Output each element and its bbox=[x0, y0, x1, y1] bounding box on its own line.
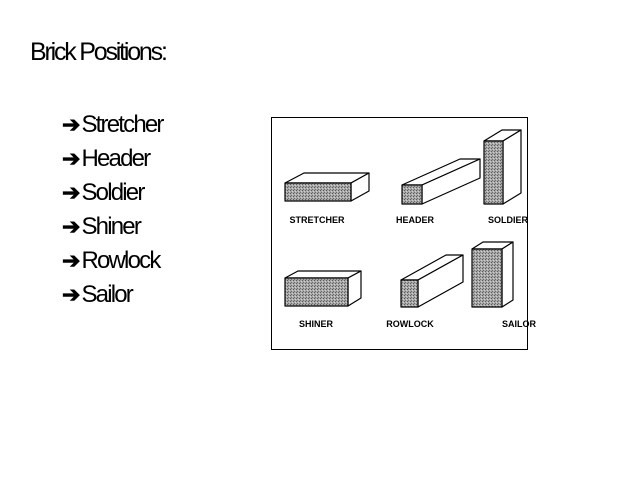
slide-title: Brick Positions: bbox=[30, 38, 168, 66]
list-item: ➔Sailor bbox=[62, 278, 163, 312]
caption-soldier: SOLDIER bbox=[487, 215, 529, 225]
soldier-brick bbox=[483, 129, 522, 205]
list-item-label: Sailor bbox=[81, 281, 133, 308]
brick-illustrations bbox=[284, 129, 522, 308]
caption-header: HEADER bbox=[395, 215, 435, 225]
sailor-brick bbox=[471, 241, 514, 308]
header-brick bbox=[401, 158, 481, 205]
arrow-right-icon: ➔ bbox=[62, 112, 81, 137]
arrow-right-icon: ➔ bbox=[62, 248, 81, 273]
list-item-label: Stretcher bbox=[81, 111, 164, 138]
arrow-right-icon: ➔ bbox=[62, 146, 81, 171]
list-item: ➔Header bbox=[62, 142, 163, 176]
list-item-label: Soldier bbox=[81, 179, 145, 206]
stretcher-brick bbox=[284, 172, 370, 202]
list-item-label: Shiner bbox=[81, 213, 141, 240]
list-item: ➔Stretcher bbox=[62, 108, 164, 142]
arrow-right-icon: ➔ bbox=[62, 282, 81, 307]
caption-rowlock: ROWLOCK bbox=[386, 319, 434, 329]
rowlock-brick bbox=[400, 254, 464, 308]
caption-sailor: SAILOR bbox=[501, 319, 537, 329]
brick-position-list: ➔Stretcher ➔Header ➔Soldier ➔Shiner ➔Row… bbox=[62, 108, 164, 312]
arrow-right-icon: ➔ bbox=[62, 214, 81, 239]
list-item: ➔Shiner bbox=[62, 210, 163, 244]
brick-positions-figure: STRETCHER HEADER SOLDIER SHINER ROWLOCK … bbox=[271, 117, 536, 350]
caption-shiner: SHINER bbox=[298, 319, 334, 329]
list-item: ➔Soldier bbox=[62, 176, 163, 210]
caption-stretcher: STRETCHER bbox=[289, 215, 345, 225]
list-item-label: Rowlock bbox=[81, 247, 161, 274]
shiner-brick bbox=[284, 270, 362, 307]
list-item: ➔Rowlock bbox=[62, 244, 163, 278]
arrow-right-icon: ➔ bbox=[62, 180, 81, 205]
list-item-label: Header bbox=[81, 145, 151, 172]
